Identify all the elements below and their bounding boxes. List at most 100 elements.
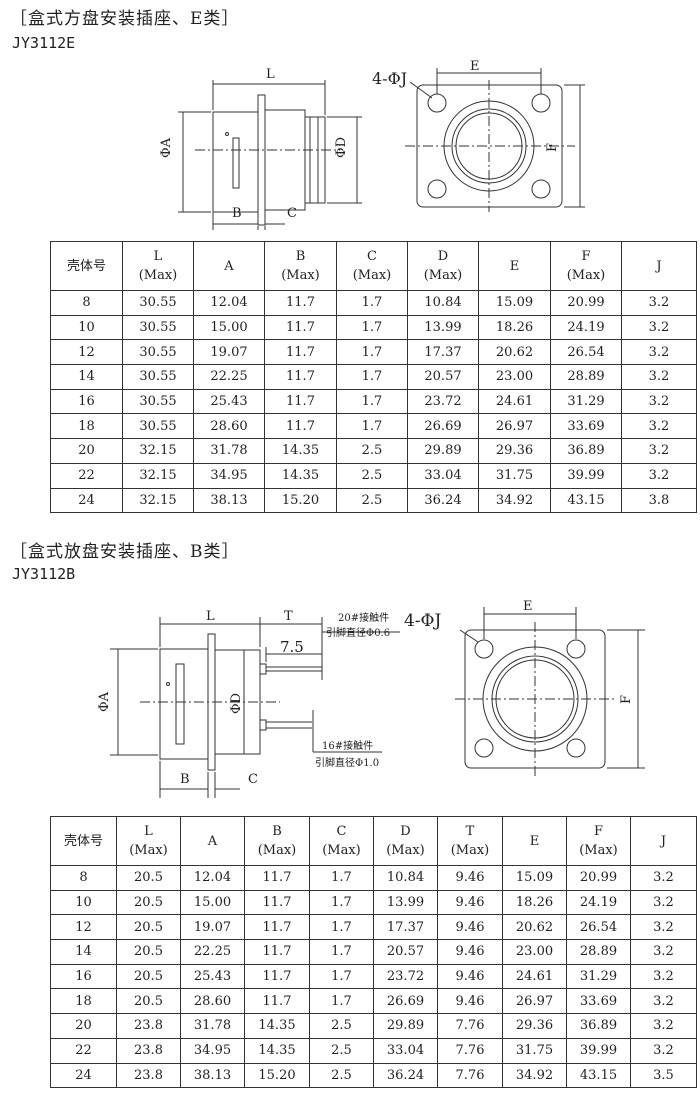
- header-cell: D(Max): [407, 241, 479, 291]
- table-cell: 9.46: [437, 889, 503, 916]
- table-cell: 19.07: [193, 339, 265, 366]
- table-cell: 14.35: [264, 462, 337, 489]
- table-cell: 23.8: [116, 1013, 181, 1039]
- table-cell: 15.00: [180, 889, 245, 916]
- table-cell: 23.8: [116, 1062, 181, 1089]
- b-label-F: F: [619, 695, 634, 704]
- b-label-T: T: [284, 609, 293, 624]
- table-cell: 20.62: [502, 914, 567, 941]
- table-cell: 14: [50, 364, 123, 390]
- table-cell: 3.2: [630, 939, 697, 965]
- table-cell: 12: [50, 339, 123, 366]
- table-cell: 18: [50, 988, 117, 1015]
- table-cell: 16: [50, 963, 117, 990]
- header-cell: A: [193, 241, 265, 291]
- table-cell: 34.95: [180, 1037, 245, 1064]
- table-cell: 34.92: [502, 1062, 567, 1089]
- e-side-flange: [257, 94, 266, 226]
- table-cell: 11.7: [264, 314, 337, 341]
- table-cell: 15.09: [478, 290, 551, 316]
- b-label-pin20-type: 20#接触件: [338, 611, 389, 624]
- header-cell: E: [502, 816, 567, 866]
- table-cell: 11.7: [264, 339, 337, 366]
- table-cell: 30.55: [122, 413, 194, 440]
- table-cell: 36.24: [407, 487, 479, 514]
- table-cell: 3.2: [621, 339, 697, 366]
- table-cell: 22: [50, 1037, 117, 1064]
- table-cell: 3.2: [630, 1013, 697, 1039]
- table-cell: 14: [50, 939, 117, 965]
- e-label-D: ΦD: [334, 137, 349, 158]
- header-cell: A: [180, 816, 245, 866]
- table-cell: 14.35: [264, 438, 337, 464]
- table-cell: 39.99: [566, 1037, 631, 1064]
- table-cell: 25.43: [193, 388, 265, 415]
- b-front-hole-tr: [566, 639, 586, 659]
- table-cell: 15.20: [264, 487, 337, 514]
- table-cell: 1.7: [336, 290, 408, 316]
- e-side-coupling: [304, 116, 326, 204]
- header-cell: L(Max): [122, 241, 194, 291]
- table-cell: 20.5: [116, 963, 181, 990]
- table-cell: 36.24: [373, 1062, 438, 1089]
- table-cell: 28.89: [566, 939, 631, 965]
- table-cell: 24: [50, 487, 123, 514]
- table-cell: 3.2: [621, 462, 697, 489]
- table-cell: 13.99: [373, 889, 438, 916]
- table-cell: 31.75: [502, 1037, 567, 1064]
- b-front-hole-bl: [474, 738, 494, 758]
- table-cell: 1.7: [309, 914, 374, 941]
- table-cell: 20.5: [116, 865, 181, 891]
- table-cell: 17.37: [373, 914, 438, 941]
- section-b-title: ［盒式放盘安装插座、B类］: [10, 542, 240, 562]
- table-cell: 15.20: [244, 1062, 310, 1089]
- header-cell: T(Max): [437, 816, 503, 866]
- table-cell: 3.5: [630, 1062, 697, 1089]
- table-cell: 31.29: [550, 388, 622, 415]
- e-side-rear-body: [212, 111, 259, 213]
- table-cell: 1.7: [336, 388, 408, 415]
- table-cell: 20.5: [116, 939, 181, 965]
- table-cell: 36.89: [566, 1013, 631, 1039]
- table-cell: 3.2: [630, 1037, 697, 1064]
- table-cell: 28.89: [550, 364, 622, 390]
- b-label-C: C: [248, 772, 258, 787]
- table-cell: 12.04: [180, 865, 245, 891]
- table-cell: 1.7: [309, 963, 374, 990]
- table-cell: 20.57: [373, 939, 438, 965]
- table-cell: 23.8: [116, 1037, 181, 1064]
- table-cell: 33.69: [566, 988, 631, 1015]
- table-cell: 38.13: [193, 487, 265, 514]
- table-cell: 8: [50, 865, 117, 891]
- b-front-hole-tl: [474, 639, 494, 659]
- header-cell: J: [630, 816, 697, 866]
- section-e-model: JY3112E: [12, 34, 76, 52]
- table-cell: 1.7: [336, 339, 408, 366]
- table-cell: 1.7: [309, 988, 374, 1015]
- table-cell: 9.46: [437, 865, 503, 891]
- table-cell: 19.07: [180, 914, 245, 941]
- b-pin20-base: [259, 663, 267, 675]
- table-cell: 24.61: [502, 963, 567, 990]
- b-label-pin16-type: 16#接触件: [322, 739, 373, 752]
- section-e-drawing: L ΦA ΦD B C 4-ΦJ E F: [159, 60, 585, 230]
- table-cell: 31.29: [566, 963, 631, 990]
- table-cell: 30.55: [122, 388, 194, 415]
- b-label-pin16-dia: 引脚直径Φ1.0: [315, 756, 379, 769]
- table-cell: 13.99: [407, 314, 479, 341]
- header-cell: E: [478, 241, 551, 291]
- table-cell: 43.15: [566, 1062, 631, 1089]
- table-cell: 34.92: [478, 487, 551, 514]
- table-cell: 16: [50, 388, 123, 415]
- table-cell: 8: [50, 290, 123, 316]
- table-cell: 3.2: [630, 914, 697, 941]
- b-side-marker-dot: [166, 682, 170, 686]
